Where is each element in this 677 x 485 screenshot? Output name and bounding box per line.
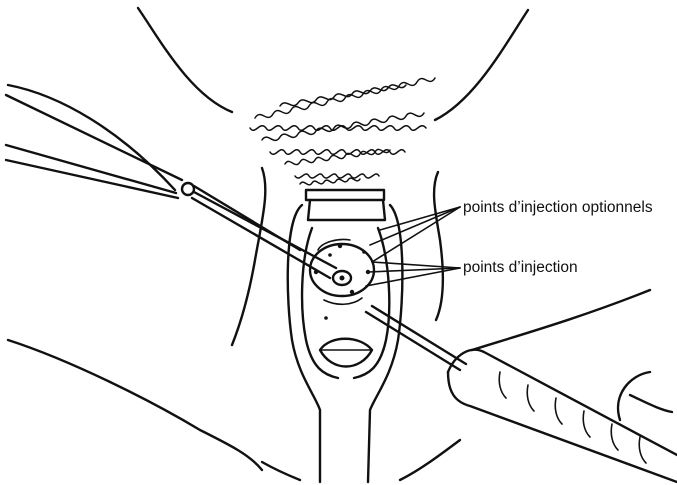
leader-lines-injection [366,262,460,286]
label-injection-points: points d’injection [463,259,578,276]
hair-texture [250,78,435,185]
speculum [288,190,403,482]
injection-point-marks [314,244,370,320]
label-optional-injection-points: points d’injection optionnels [463,199,653,216]
